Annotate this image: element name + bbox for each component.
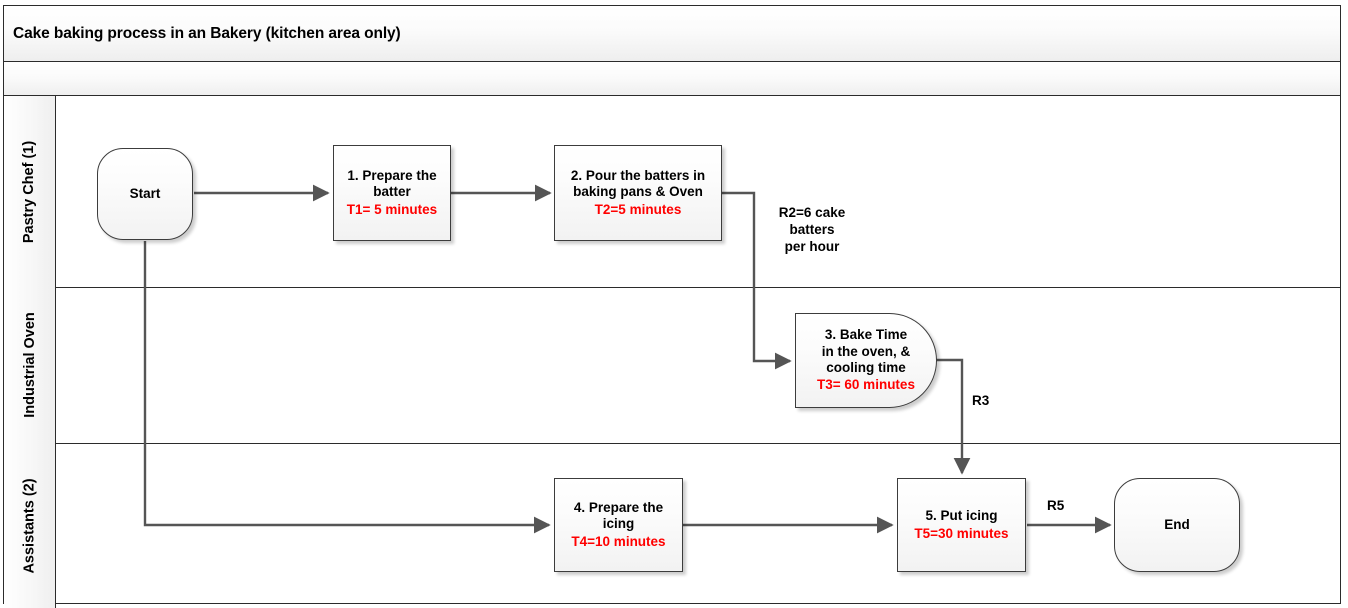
lane-header-industrial-oven: Industrial Oven <box>4 287 56 443</box>
node-step4-title: 4. Prepare the icing <box>573 499 664 532</box>
node-step2-title: 2. Pour the batters in baking pans & Ove… <box>570 167 706 200</box>
lane-label-pastry-chef: Pastry Chef (1) <box>21 140 38 243</box>
swimlane-assistants: Assistants (2) <box>4 443 1340 608</box>
edge-label-r5: R5 <box>1047 498 1065 513</box>
edge-label-r2: R2=6 cake batters per hour <box>778 205 846 254</box>
node-step3-metric: T3= 60 minutes <box>817 377 915 393</box>
node-step2-pour-batters[interactable]: 2. Pour the batters in baking pans & Ove… <box>554 145 722 241</box>
lane-header-assistants: Assistants (2) <box>4 443 56 608</box>
lane-divider-1 <box>4 287 1340 288</box>
pool-title-band: Cake baking process in an Bakery (kitche… <box>4 6 1340 62</box>
node-step5-put-icing[interactable]: 5. Put icing T5=30 minutes <box>897 478 1026 572</box>
edge-label-r3: R3 <box>972 393 990 408</box>
swimlane-pastry-chef: Pastry Chef (1) <box>4 96 1340 287</box>
lane-divider-2 <box>4 443 1340 444</box>
node-start[interactable]: Start <box>97 148 193 240</box>
lane-header-pastry-chef: Pastry Chef (1) <box>4 96 56 287</box>
lane-label-assistants: Assistants (2) <box>21 478 38 574</box>
node-step3-bake-time[interactable]: 3. Bake Time in the oven, & cooling time… <box>795 313 937 408</box>
node-step5-metric: T5=30 minutes <box>914 525 1009 541</box>
swimlane-industrial-oven: Industrial Oven <box>4 287 1340 443</box>
node-end-label: End <box>1164 516 1190 532</box>
swimlane-container: Pastry Chef (1) Industrial Oven Assistan… <box>4 96 1340 608</box>
page-title: Cake baking process in an Bakery (kitche… <box>13 24 401 42</box>
node-step1-title: 1. Prepare the batter <box>347 167 437 200</box>
node-step4-prepare-icing[interactable]: 4. Prepare the icing T4=10 minutes <box>554 478 683 572</box>
node-step3-title: 3. Bake Time in the oven, & cooling time <box>821 327 911 375</box>
node-step1-metric: T1= 5 minutes <box>346 201 438 217</box>
node-step4-metric: T4=10 minutes <box>571 533 666 549</box>
node-step2-metric: T2=5 minutes <box>594 201 682 217</box>
lane-label-industrial-oven: Industrial Oven <box>21 312 38 418</box>
pool-subtitle-band <box>4 62 1340 96</box>
node-start-label: Start <box>129 185 161 201</box>
node-step1-prepare-batter[interactable]: 1. Prepare the batter T1= 5 minutes <box>333 145 451 241</box>
node-end[interactable]: End <box>1114 478 1240 572</box>
node-step5-title: 5. Put icing <box>925 508 998 524</box>
